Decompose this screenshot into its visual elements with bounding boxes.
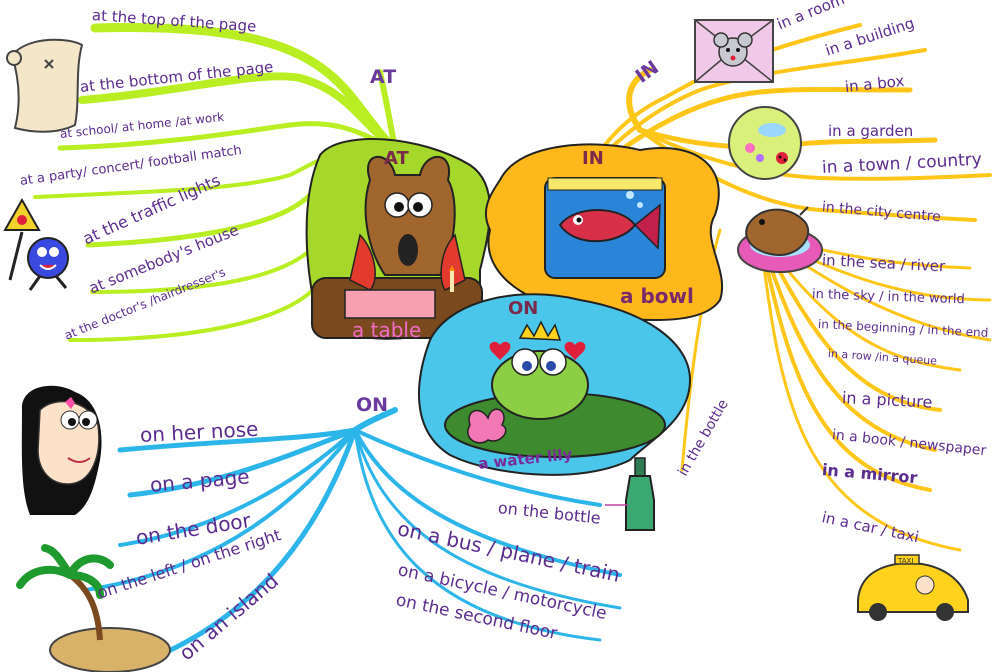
in-phrase: in a picture [841,388,933,412]
taxi-icon: TAXI [857,554,969,621]
on-blob-title: ON [508,298,539,319]
bottle-icon [605,457,655,531]
on-branches [83,407,622,658]
dog-on-float-icon [737,206,823,273]
in-blob-title: IN [582,148,604,169]
girl-face-icon [21,385,102,515]
mouse-in-box-icon [694,19,774,83]
in-blob-caption: a bowl [620,284,694,308]
at-blob-title: AT [384,148,409,169]
on-phrase: on her nose [139,416,259,447]
frog-on-lily-picture [417,293,692,476]
on-hub-label: ON [356,394,389,416]
traffic-light-icon [3,197,69,291]
in-phrase: in a garden [828,122,914,140]
at-hub-label: AT [370,66,397,88]
fish-in-bowl-picture [484,143,723,321]
at-blob-caption: a table [352,318,422,342]
palm-island-icon [16,544,171,672]
scroll-icon [6,38,84,133]
taxi-sign-text: TAXI [897,557,913,565]
garden-icon [728,106,802,180]
